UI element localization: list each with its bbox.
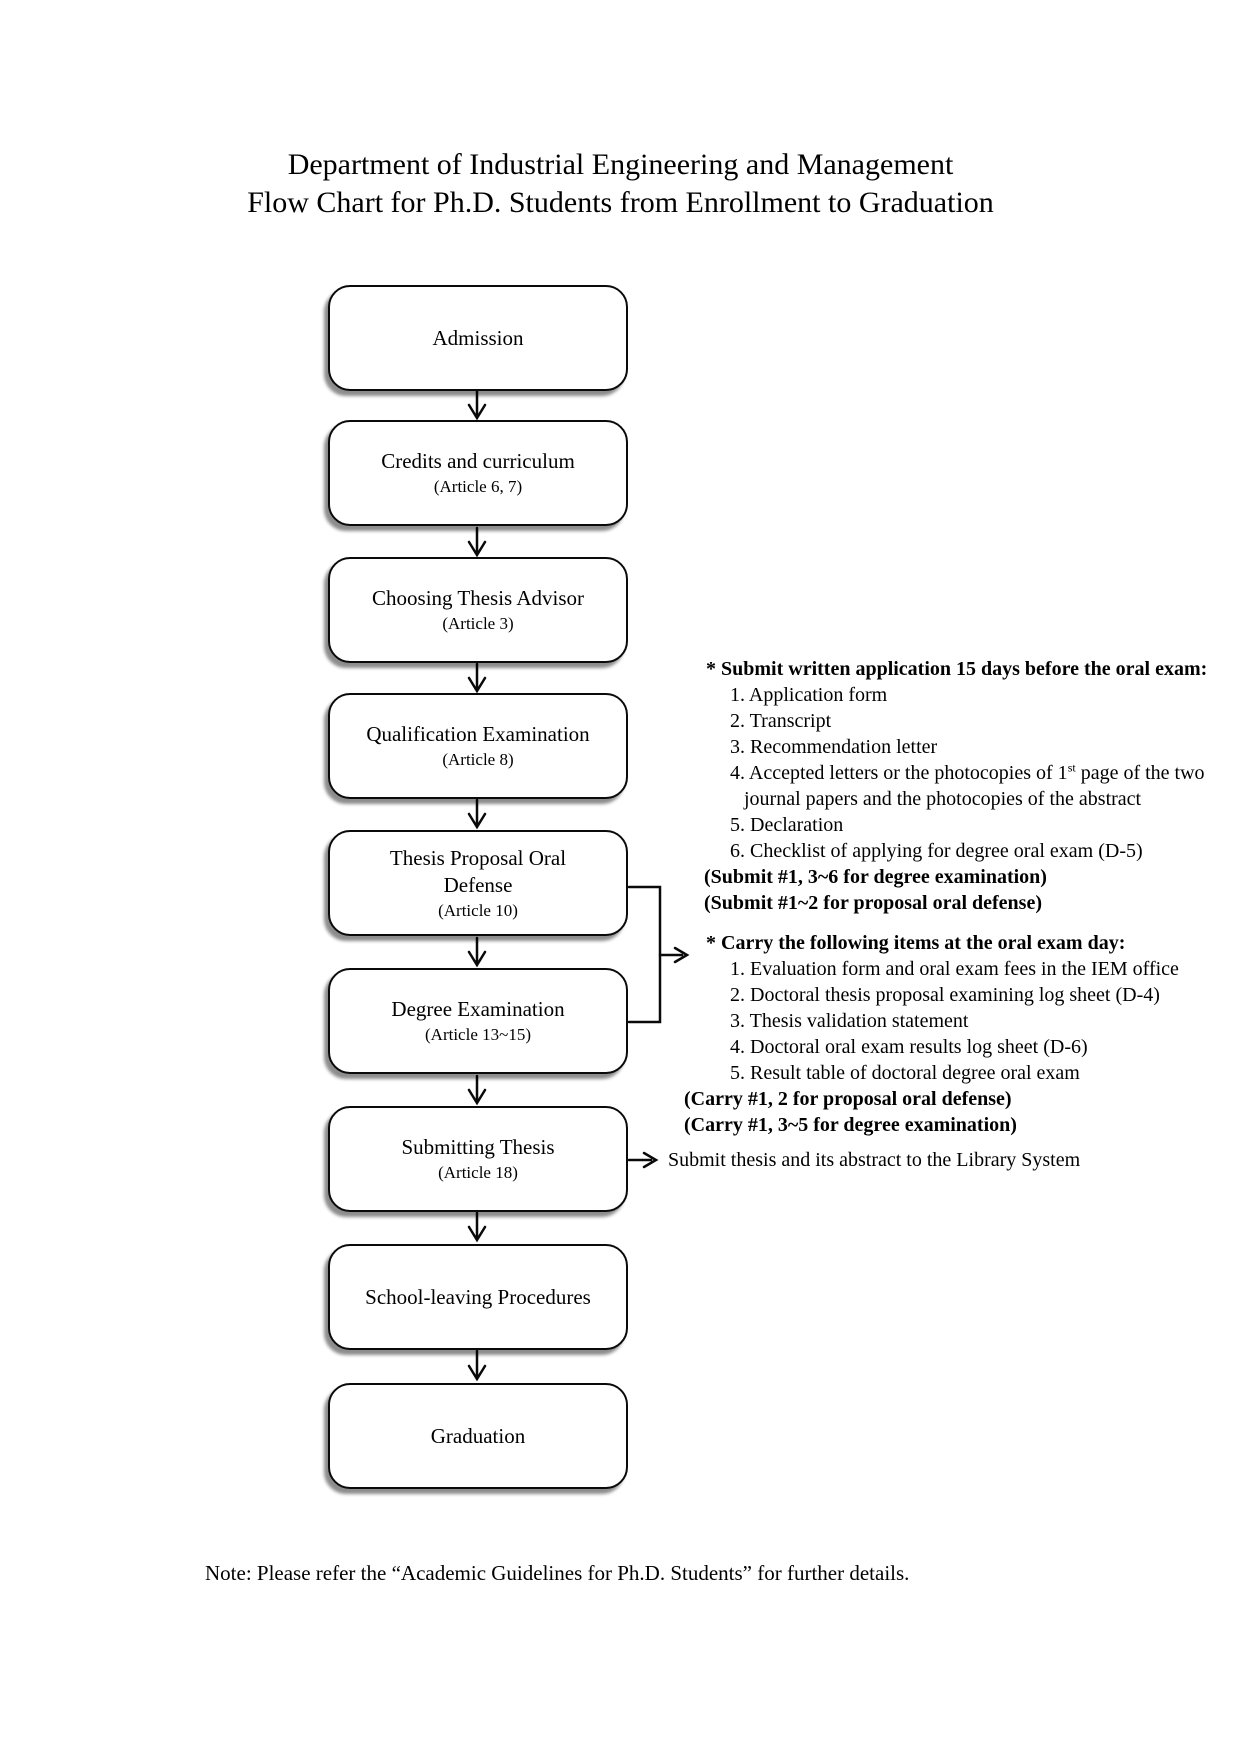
arrow-degree-submitting xyxy=(467,1074,487,1106)
carry-item-1: 1. Evaluation form and oral exam fees in… xyxy=(730,958,1179,980)
submit-item-4-text: 4. Accepted letters or the photocopies o… xyxy=(730,762,1068,784)
library-system-note: Submit thesis and its abstract to the Li… xyxy=(668,1149,1081,1171)
flow-step-graduation: Graduation xyxy=(328,1383,628,1489)
flow-step-thesis-proposal-oral-defense: Thesis Proposal Oral Defense (Article 10… xyxy=(328,830,628,936)
title-line-2: Flow Chart for Ph.D. Students from Enrol… xyxy=(247,186,994,219)
annotation-column: * Submit written application 15 days bef… xyxy=(684,656,1241,1138)
bracket-oral-exams xyxy=(627,885,662,1024)
carry-item-5: 5. Result table of doctoral degree oral … xyxy=(730,1062,1080,1084)
submit-item-1: 1. Application form xyxy=(730,684,888,706)
submit-item-4-continuation: journal papers and the photocopies of th… xyxy=(744,788,1142,810)
submit-note-proposal-defense: (Submit #1~2 for proposal oral defense) xyxy=(704,892,1042,914)
arrow-submitting-schoolleaving xyxy=(467,1211,487,1243)
step-title: School-leaving Procedures xyxy=(365,1284,591,1309)
step-title: Credits and curriculum xyxy=(381,449,575,473)
arrow-bracket-to-carry-list xyxy=(658,946,690,964)
flow-step-school-leaving-procedures: School-leaving Procedures xyxy=(328,1244,628,1350)
step-title: Submitting Thesis xyxy=(401,1135,555,1159)
carry-item-2: 2. Doctoral thesis proposal examining lo… xyxy=(730,984,1160,1006)
footer-note: Note: Please refer the “Academic Guideli… xyxy=(205,1561,910,1585)
step-article: (Article 18) xyxy=(438,1163,518,1182)
flow-step-credits-and-curriculum: Credits and curriculum (Article 6, 7) xyxy=(328,420,628,526)
step-article: (Article 6, 7) xyxy=(433,477,523,496)
step-title: Degree Examination xyxy=(391,997,565,1021)
title-line-1: Department of Industrial Engineering and… xyxy=(287,148,954,181)
flow-step-qualification-examination: Qualification Examination (Article 8) xyxy=(328,693,628,799)
step-title: Admission xyxy=(432,325,524,350)
arrow-qualification-proposal xyxy=(467,798,487,830)
step-article: (Article 8) xyxy=(442,750,514,769)
step-article: (Article 3) xyxy=(442,614,514,633)
submit-item-4-text-after: page of the two xyxy=(1075,762,1205,784)
arrow-schoolleaving-graduation xyxy=(467,1349,487,1382)
flow-step-submitting-thesis: Submitting Thesis (Article 18) xyxy=(328,1106,628,1212)
arrow-admission-credits xyxy=(467,389,487,421)
submit-note-degree-exam: (Submit #1, 3~6 for degree examination) xyxy=(704,866,1047,888)
page-title: Department of Industrial Engineering and… xyxy=(0,146,1241,222)
carry-note-proposal-defense: (Carry #1, 2 for proposal oral defense) xyxy=(684,1088,1012,1110)
submit-list-header: * Submit written application 15 days bef… xyxy=(706,658,1208,680)
submit-item-2: 2. Transcript xyxy=(730,710,832,732)
arrow-proposal-degree xyxy=(467,936,487,968)
flow-step-admission: Admission xyxy=(328,285,628,391)
submit-item-6: 6. Checklist of applying for degree oral… xyxy=(730,840,1143,862)
flow-step-degree-examination: Degree Examination (Article 13~15) xyxy=(328,968,628,1074)
carry-item-3: 3. Thesis validation statement xyxy=(730,1010,969,1032)
arrow-advisor-qualification xyxy=(467,662,487,694)
step-article: (Article 13~15) xyxy=(425,1025,531,1044)
step-article: (Article 10) xyxy=(438,900,518,920)
carry-note-degree-exam: (Carry #1, 3~5 for degree examination) xyxy=(684,1114,1017,1136)
submit-item-5: 5. Declaration xyxy=(730,814,844,836)
step-title: Qualification Examination xyxy=(366,722,590,746)
annotation-spacer xyxy=(684,916,1241,930)
submit-item-4-superscript: st xyxy=(1067,760,1076,775)
step-title: Choosing Thesis Advisor xyxy=(372,586,584,610)
arrow-submitting-to-library-note xyxy=(627,1151,659,1169)
submit-item-3: 3. Recommendation letter xyxy=(730,736,938,758)
step-title: Graduation xyxy=(430,1423,526,1448)
flow-step-choosing-thesis-advisor: Choosing Thesis Advisor (Article 3) xyxy=(328,557,628,663)
carry-list-header: * Carry the following items at the oral … xyxy=(706,932,1126,954)
submit-item-4: 4. Accepted letters or the photocopies o… xyxy=(684,760,1241,786)
step-title: Thesis Proposal Oral Defense xyxy=(389,845,567,897)
carry-item-4: 4. Doctoral oral exam results log sheet … xyxy=(730,1036,1088,1058)
arrow-credits-advisor xyxy=(467,526,487,558)
